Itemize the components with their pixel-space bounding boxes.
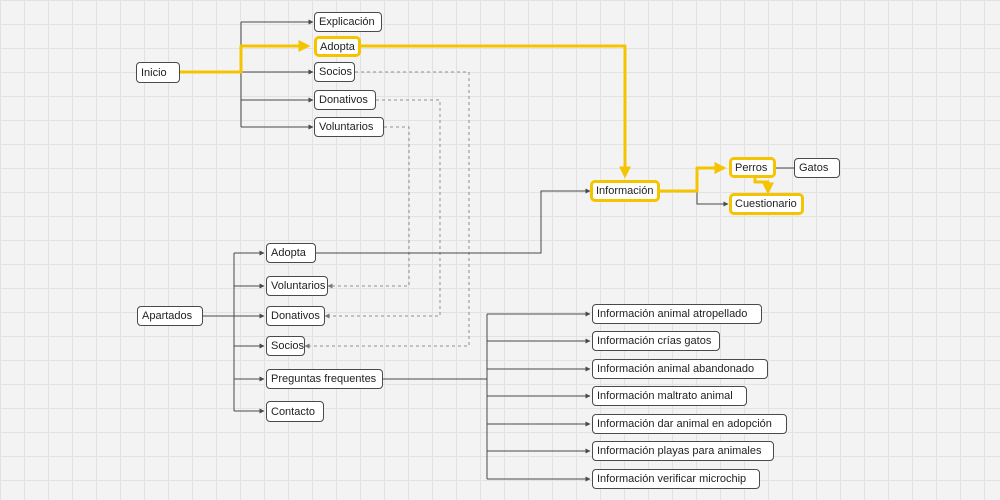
node-informacion[interactable]: Información xyxy=(590,180,660,202)
node-donativos-top[interactable]: Donativos xyxy=(314,90,376,110)
node-faq-playas[interactable]: Información playas para animales xyxy=(592,441,774,461)
node-socios[interactable]: Socios xyxy=(266,336,305,356)
node-inicio[interactable]: Inicio xyxy=(136,62,180,83)
node-faq-maltrato[interactable]: Información maltrato animal xyxy=(592,386,747,406)
node-donativos[interactable]: Donativos xyxy=(266,306,325,326)
node-perros[interactable]: Perros xyxy=(729,157,776,178)
node-socios-top[interactable]: Socios xyxy=(314,62,355,82)
node-preguntas-frequentes[interactable]: Preguntas frequentes xyxy=(266,369,383,389)
node-explicacion[interactable]: Explicación xyxy=(314,12,382,32)
node-faq-crias-gatos[interactable]: Información crías gatos xyxy=(592,331,720,351)
dashed-connectors xyxy=(304,71,470,349)
node-voluntarios[interactable]: Voluntarios xyxy=(266,276,328,296)
node-gatos[interactable]: Gatos xyxy=(794,158,840,178)
node-adopta-top[interactable]: Adopta xyxy=(314,36,361,57)
inicio-connectors xyxy=(240,19,314,130)
node-faq-microchip[interactable]: Información verificar microchip xyxy=(592,469,760,489)
node-adopta[interactable]: Adopta xyxy=(266,243,316,263)
apartados-connectors xyxy=(203,250,265,414)
faq-connectors xyxy=(383,311,591,482)
node-voluntarios-top[interactable]: Voluntarios xyxy=(314,117,384,137)
node-cuestionario[interactable]: Cuestionario xyxy=(729,193,804,215)
node-faq-atropellado[interactable]: Información animal atropellado xyxy=(592,304,762,324)
highlight-path xyxy=(180,40,774,195)
node-apartados[interactable]: Apartados xyxy=(137,306,203,326)
node-contacto[interactable]: Contacto xyxy=(266,401,324,422)
node-faq-adopcion[interactable]: Información dar animal en adopción xyxy=(592,414,787,434)
node-faq-abandonado[interactable]: Información animal abandonado xyxy=(592,359,768,379)
informacion-connectors xyxy=(316,167,794,254)
